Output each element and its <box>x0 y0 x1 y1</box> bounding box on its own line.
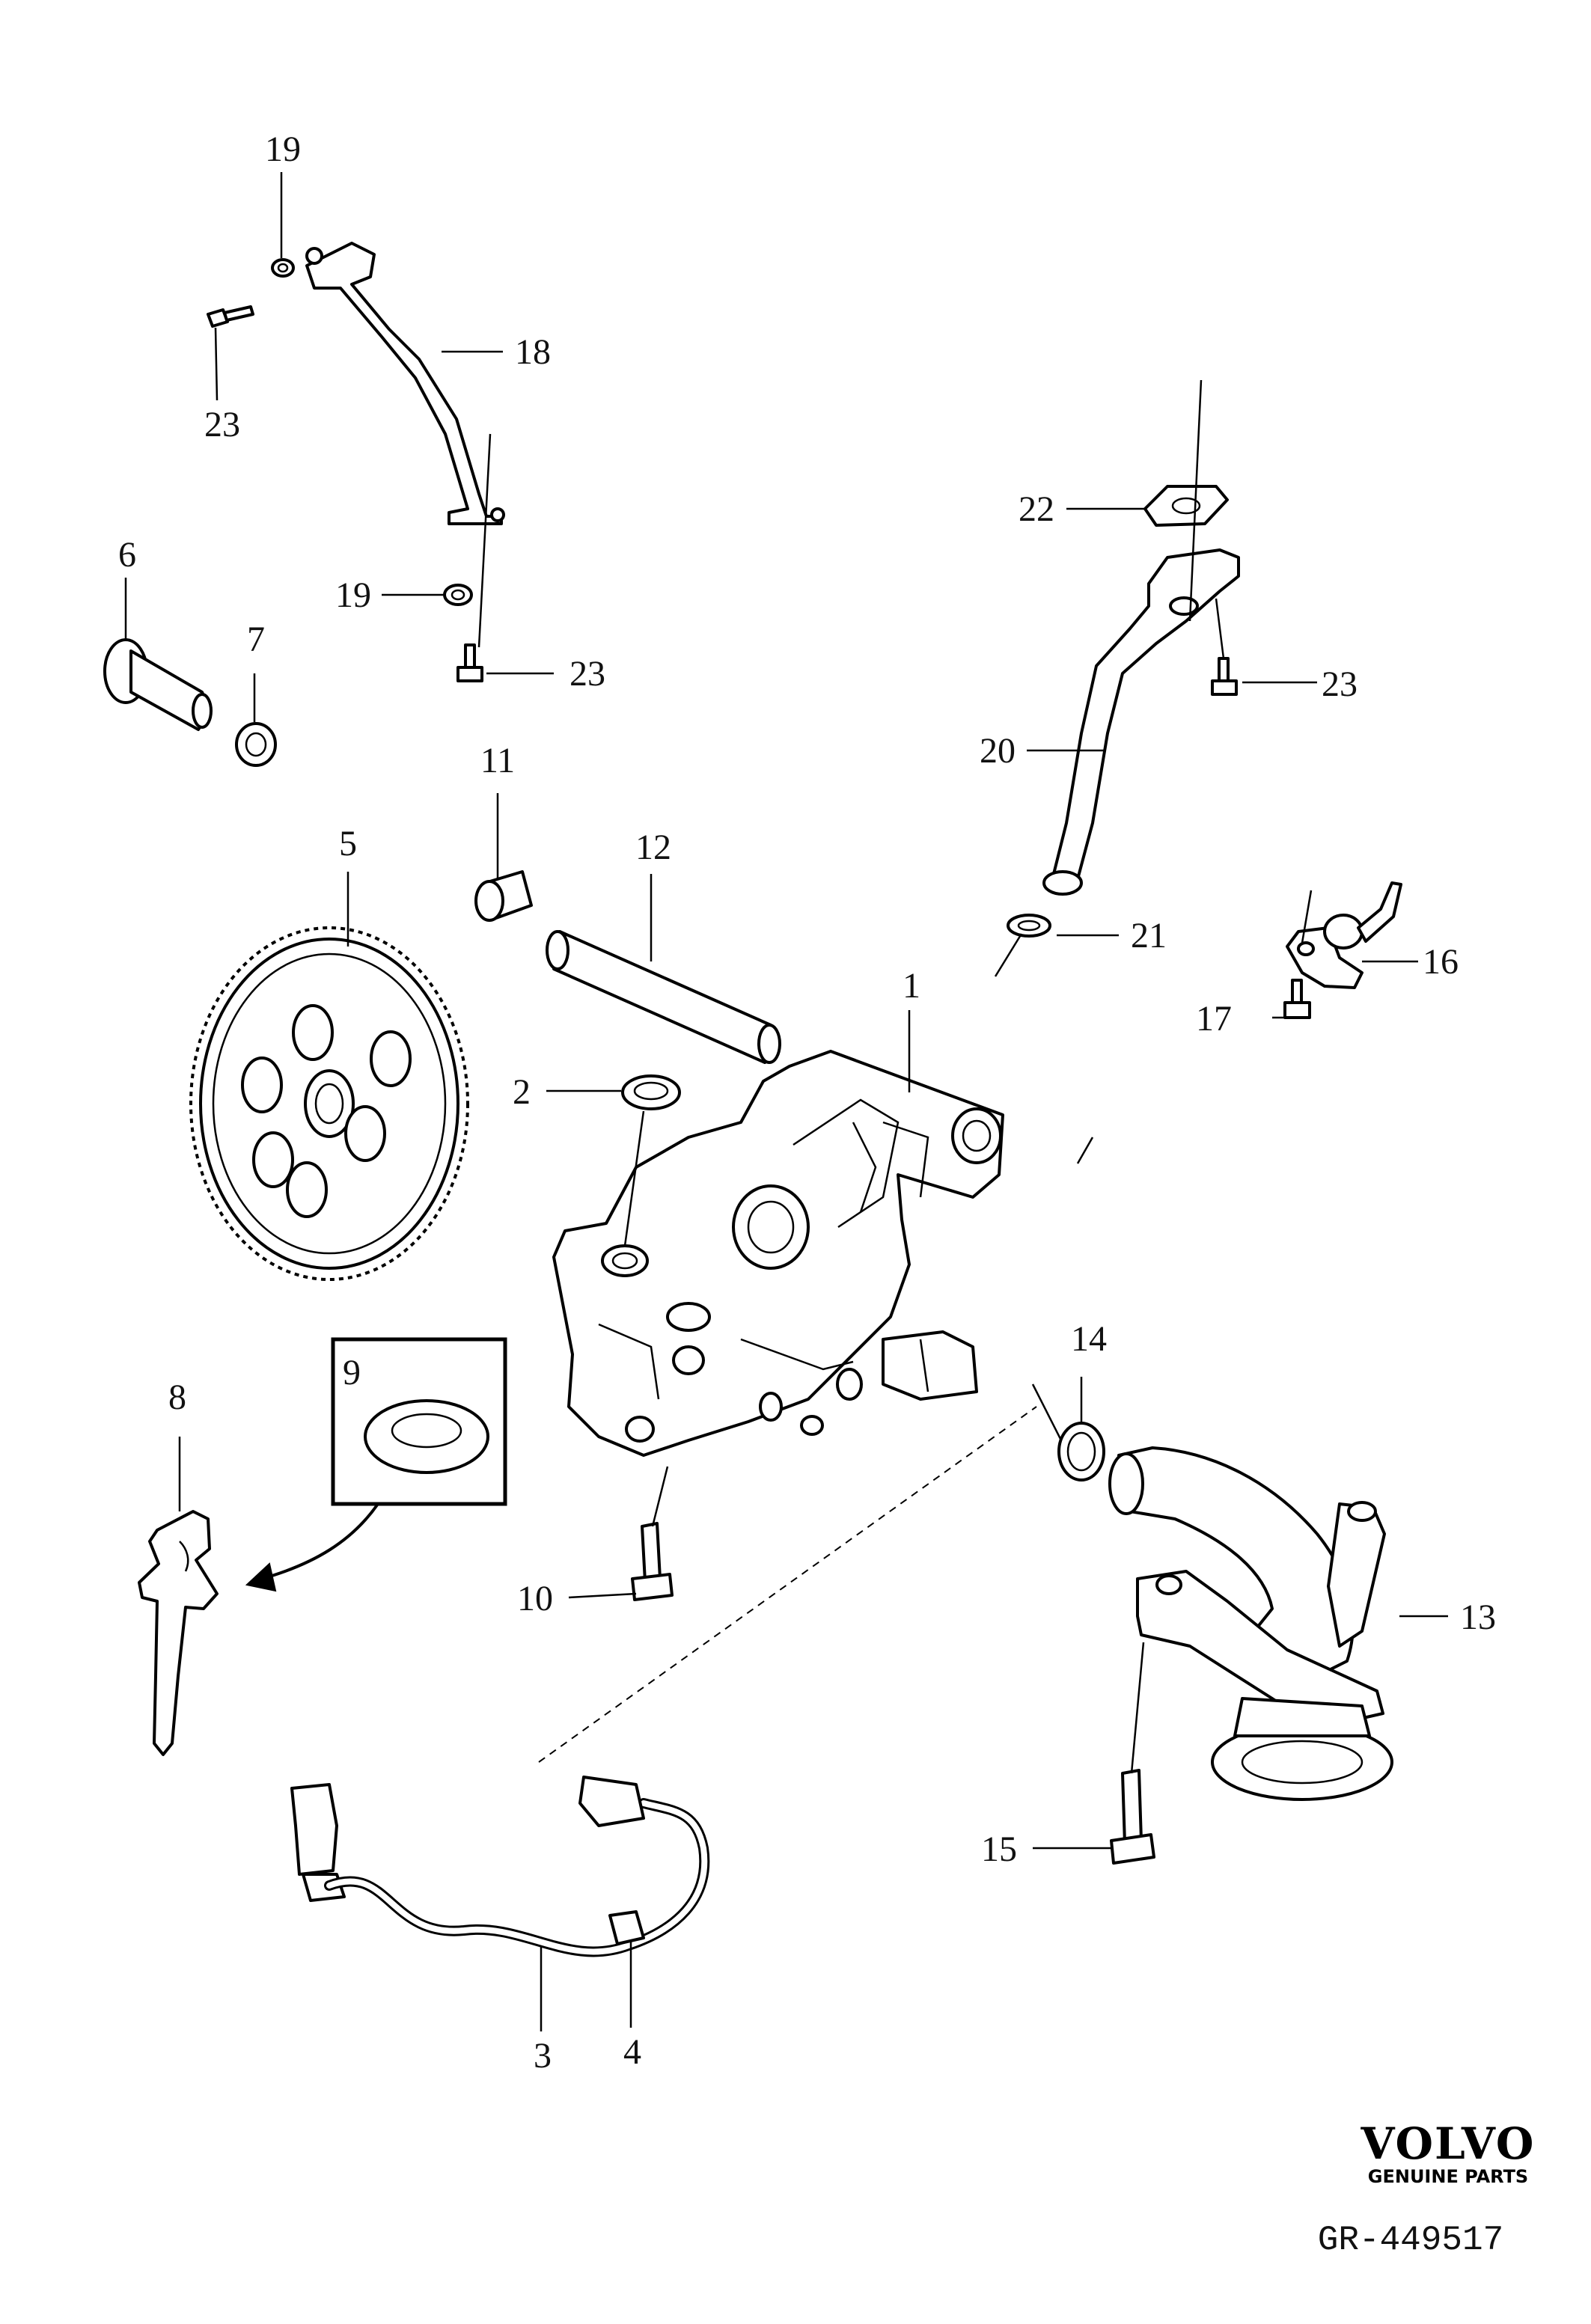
part-14-o-ring <box>1057 1422 1105 1481</box>
brand-subtitle: GENUINE PARTS <box>1368 2166 1528 2187</box>
part-10-bolt <box>631 1522 674 1601</box>
callout-23-top: 23 <box>204 405 240 444</box>
part-4-clip <box>608 1910 645 1945</box>
part-20-pipe <box>1042 548 1240 896</box>
callout-8: 8 <box>168 1377 186 1417</box>
part-5-gear <box>189 926 469 1281</box>
callout-11: 11 <box>480 741 515 780</box>
part-7-washer <box>235 722 277 767</box>
part-12-tube <box>546 930 781 1064</box>
callout-13: 13 <box>1460 1597 1496 1637</box>
part-19-washer-mid <box>443 584 473 606</box>
part-2-ring <box>621 1074 681 1110</box>
callout-5: 5 <box>339 824 357 863</box>
brand-logo: VOLVO <box>1361 2118 1536 2169</box>
callout-19-top: 19 <box>265 129 301 169</box>
part-6-shaft <box>103 638 213 731</box>
part-18-oil-pipe <box>305 242 505 525</box>
part-3-sensor-cable <box>290 1776 710 1957</box>
callout-20: 20 <box>980 731 1016 771</box>
callout-22: 22 <box>1019 489 1054 529</box>
callout-labels: 19 23 18 19 23 6 7 5 11 12 1 2 9 8 10 14… <box>118 129 1496 2076</box>
callout-1: 1 <box>903 966 920 1006</box>
leader-lines <box>124 172 1448 2031</box>
footer: VOLVO GENUINE PARTS GR-449517 <box>1318 2118 1536 2260</box>
part-8-guide <box>138 1510 219 1756</box>
part-15-bolt <box>1110 1769 1155 1865</box>
callout-18: 18 <box>515 332 551 372</box>
part-17-bolt <box>1283 979 1311 1019</box>
callout-9: 9 <box>343 1353 361 1392</box>
callout-15: 15 <box>981 1829 1017 1869</box>
part-11-bushing <box>474 870 533 922</box>
callout-14: 14 <box>1071 1319 1107 1359</box>
part-23-bolt-mid <box>456 643 483 682</box>
callout-23-right: 23 <box>1322 664 1358 704</box>
callout-10: 10 <box>517 1579 553 1618</box>
callout-3: 3 <box>534 2036 552 2076</box>
part-22-clip <box>1143 485 1229 527</box>
part-9-seal-box <box>245 1337 507 1592</box>
callout-17: 17 <box>1196 999 1232 1039</box>
callout-4: 4 <box>623 2032 641 2072</box>
part-21-seal <box>1007 914 1051 938</box>
callout-19-mid: 19 <box>335 575 371 615</box>
part-19-washer-top <box>271 258 295 278</box>
part-23-bolt-top <box>207 305 254 328</box>
callout-23-mid: 23 <box>569 654 605 694</box>
callout-6: 6 <box>118 535 136 575</box>
callout-12: 12 <box>635 828 671 867</box>
part-16-fitting <box>1286 881 1402 989</box>
callout-2: 2 <box>513 1072 531 1112</box>
part-1-oil-pump <box>552 1050 1004 1457</box>
drawing-id: GR-449517 <box>1318 2221 1503 2260</box>
callout-7: 7 <box>247 620 265 659</box>
callout-21: 21 <box>1131 916 1167 955</box>
part-23-bolt-right <box>1211 657 1238 696</box>
part-13-pickup-pipe <box>1108 1446 1393 1801</box>
callout-16: 16 <box>1423 942 1459 982</box>
